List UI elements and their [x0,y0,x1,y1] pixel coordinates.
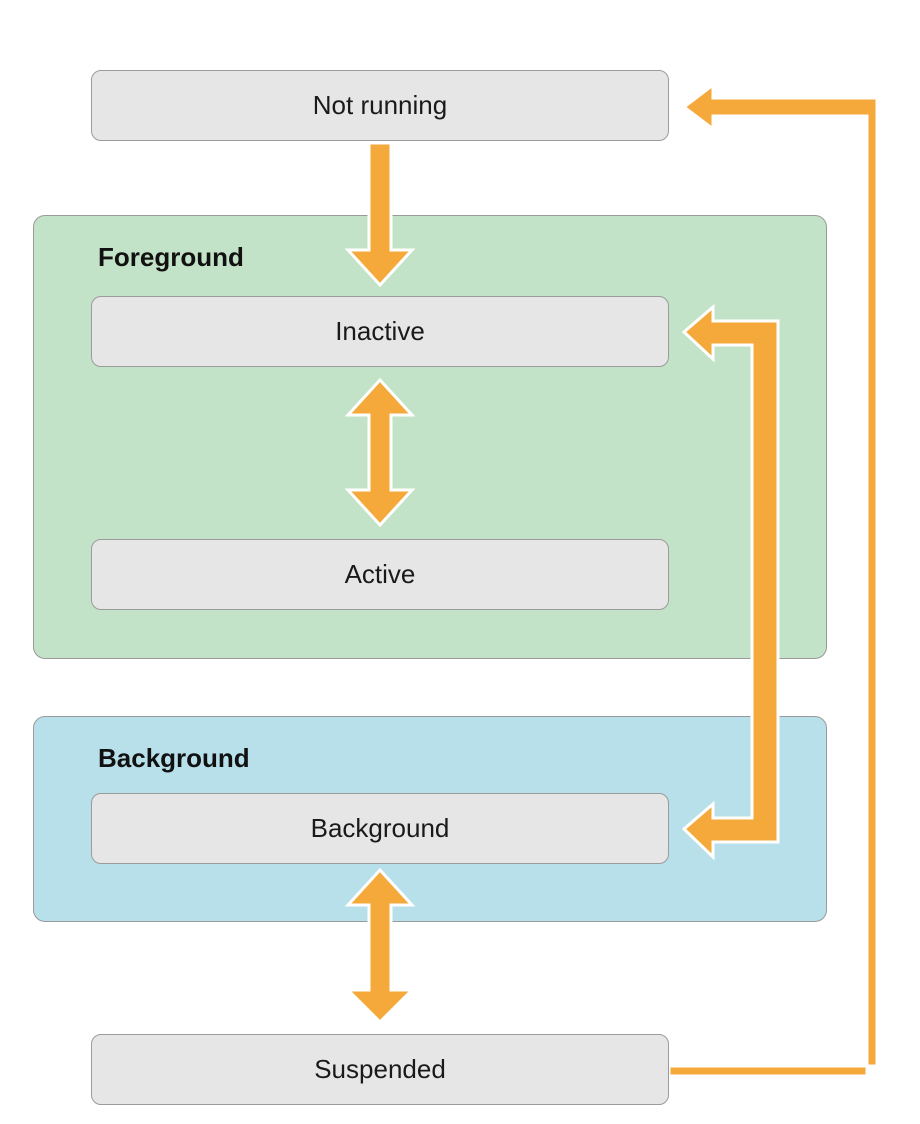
state-suspended-label: Suspended [314,1054,446,1084]
state-active: Active [91,539,669,610]
state-inactive-label: Inactive [335,316,425,346]
foreground-group-title: Foreground [98,242,244,272]
state-inactive: Inactive [91,296,669,367]
state-suspended: Suspended [91,1034,669,1105]
state-background: Background [91,793,669,864]
state-background-label: Background [310,813,450,843]
background-group-title: Background [98,743,250,773]
state-active-label: Active [344,559,416,589]
state-not-running: Not running [91,70,669,141]
state-not-running-label: Not running [312,90,448,120]
